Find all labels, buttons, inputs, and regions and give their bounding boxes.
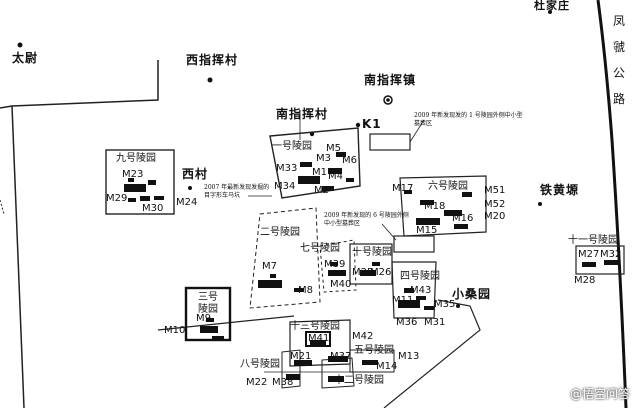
place-tiehuangyuan: 铁黄塬	[540, 183, 580, 197]
tomb-label: M7	[262, 261, 277, 272]
tomb-label: M42	[352, 331, 374, 342]
tomb-label: M21	[290, 351, 312, 362]
tomb-label: M38	[272, 377, 294, 388]
cemetery-6-label: 六号陵园	[428, 181, 468, 192]
tomb-label: M6	[342, 155, 357, 166]
note-2009-c6: 2009 年新发现的 6 号陵园外侧中小型墓葬区	[324, 212, 409, 227]
tomb-label: M29	[106, 193, 128, 204]
place-zhujiazhuang: 杜家庄	[534, 0, 570, 12]
tomb-label: M16	[452, 213, 474, 224]
tomb-label: M24	[176, 197, 198, 208]
place-nanzhihuicun: 南指挥村	[276, 107, 329, 121]
tomb-label: M2	[314, 185, 329, 196]
tomb-label: M14	[376, 361, 398, 372]
point-k1: K1	[362, 117, 382, 131]
tomb-label: M15	[416, 225, 438, 236]
road-label: 凤 虢 公 路	[612, 14, 625, 106]
cemetery-13-label: 十三号陵园	[290, 321, 340, 332]
note-2009-k1: 2009 年新发现发的 1 号陵园外侧中小型墓葬区	[414, 112, 523, 127]
tomb-label: M18	[424, 201, 446, 212]
tomb-label: M5	[326, 143, 341, 154]
tomb-label: M35	[434, 299, 456, 310]
tomb-label: M32	[600, 249, 622, 260]
tomb-label: M22	[246, 377, 268, 388]
tomb-label: M43	[410, 285, 432, 296]
tomb-label: M8	[298, 285, 313, 296]
cemetery-7-label: 七号陵园	[300, 243, 340, 254]
cemetery-12-label: 十二号陵园	[334, 375, 384, 386]
cemetery-1-label: 一号陵园	[272, 141, 312, 152]
cemetery-8-label: 八号陵园	[240, 359, 280, 370]
tomb-label: M11	[392, 295, 414, 306]
tomb-label: M41	[308, 333, 330, 344]
tomb-label: M52	[484, 199, 506, 210]
tomb-label: M51	[484, 185, 506, 196]
tomb-label: M30	[142, 203, 164, 214]
tomb-label: M37	[330, 351, 352, 362]
tomb-label: M1	[312, 167, 327, 178]
tomb-label: M36	[396, 317, 418, 328]
cemetery-9-label: 九号陵园	[116, 153, 156, 164]
tomb-label: M33	[276, 163, 298, 174]
tomb-label: M3	[316, 153, 331, 164]
cemetery-2-label: 二号陵园	[260, 227, 300, 238]
cemetery-10-label: 十号陵园	[352, 247, 392, 258]
tomb-label: M31	[424, 317, 446, 328]
tomb-label: M27	[578, 249, 600, 260]
place-xiaosangyuan: 小桑园	[452, 287, 492, 301]
tomb-label: M25	[352, 267, 374, 278]
tomb-label: M34	[274, 181, 296, 192]
tomb-label: M10	[164, 325, 186, 336]
note-2007: 2007 年最新发现发掘的目字形车马坑	[204, 184, 270, 199]
tomb-label: M17	[392, 183, 414, 194]
cemetery-11-label: 十一号陵园	[568, 235, 618, 246]
watermark: @悟空问答	[569, 387, 630, 401]
tomb-label: M40	[330, 279, 352, 290]
place-xizhihuicun: 西指挥村	[186, 53, 239, 67]
tomb-label: M23	[122, 169, 144, 180]
place-nanzhihuizhen: 南指挥镇	[364, 73, 417, 87]
cemetery-3-label: 三号 陵园	[198, 292, 218, 315]
tomb-label: M9	[196, 313, 211, 324]
tomb-label: M4	[328, 171, 343, 182]
tomb-label: M28	[574, 275, 596, 286]
place-taiwei: 太尉	[12, 51, 39, 65]
tomb-label: M26	[370, 267, 392, 278]
tomb-label: M39	[324, 259, 346, 270]
place-xicun: 西村	[182, 167, 209, 181]
tomb-label: M13	[398, 351, 420, 362]
cemetery-5-label: 五号陵园	[354, 345, 394, 356]
tomb-label: M20	[484, 211, 506, 222]
cemetery-4-label: 四号陵园	[400, 271, 440, 282]
